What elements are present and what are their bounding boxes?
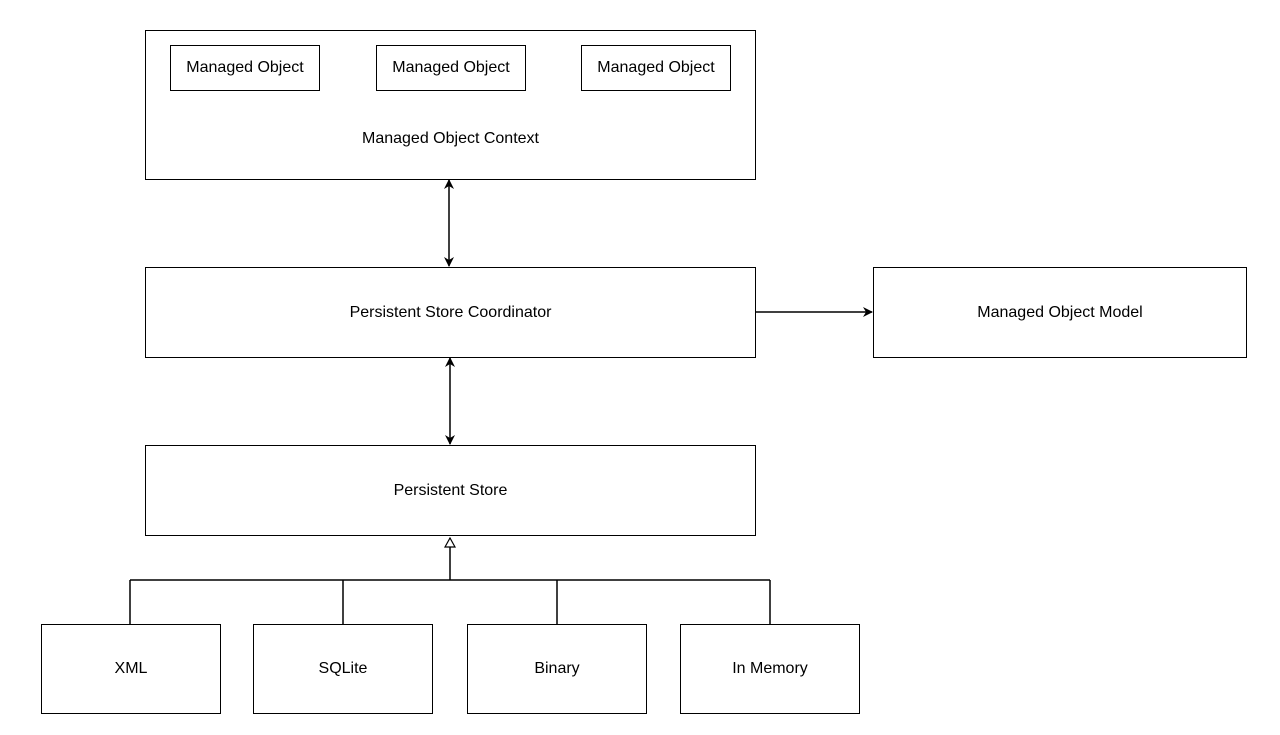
managed-object-label: Managed Object	[597, 59, 715, 76]
managed-object-context-label: Managed Object Context	[362, 130, 539, 147]
managed-object-box-2: Managed Object	[376, 45, 526, 91]
inheritance-connector	[129, 538, 771, 624]
persistent-store-coordinator-label: Persistent Store Coordinator	[349, 303, 552, 321]
managed-object-box-1: Managed Object	[170, 45, 320, 91]
managed-object-model-box: Managed Object Model	[873, 267, 1247, 358]
store-type-label: SQLite	[318, 660, 368, 677]
managed-object-label: Managed Object	[186, 59, 304, 76]
persistent-store-coordinator-box: Persistent Store Coordinator	[145, 267, 756, 358]
store-type-label: In Memory	[732, 660, 808, 677]
managed-object-box-3: Managed Object	[581, 45, 731, 91]
persistent-store-box: Persistent Store	[145, 445, 756, 536]
persistent-store-label: Persistent Store	[393, 481, 508, 499]
store-type-label: XML	[114, 660, 148, 677]
managed-object-label: Managed Object	[392, 59, 510, 76]
store-type-xml-box: XML	[41, 624, 221, 714]
store-type-in-memory-box: In Memory	[680, 624, 860, 714]
store-type-sqlite-box: SQLite	[253, 624, 433, 714]
store-type-label: Binary	[534, 660, 580, 677]
store-type-binary-box: Binary	[467, 624, 647, 714]
managed-object-model-label: Managed Object Model	[977, 303, 1143, 321]
